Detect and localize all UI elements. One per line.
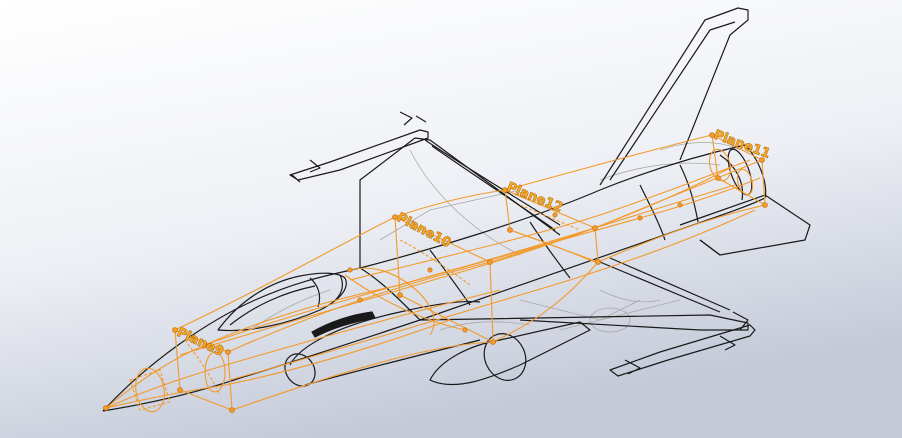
vertical-tail: [599, 7, 749, 186]
hidden-lines: [249, 142, 741, 333]
missile-far: [289, 129, 429, 181]
ventral-tank: [429, 321, 591, 386]
sketch-profiles[interactable]: [105, 134, 766, 414]
missile-near: [609, 324, 756, 377]
fuselage-upper-line: [102, 144, 746, 412]
sketch-points[interactable]: [103, 132, 768, 413]
canopy: [217, 272, 347, 332]
engine-intake: [289, 301, 481, 366]
wing-right: [419, 314, 749, 331]
